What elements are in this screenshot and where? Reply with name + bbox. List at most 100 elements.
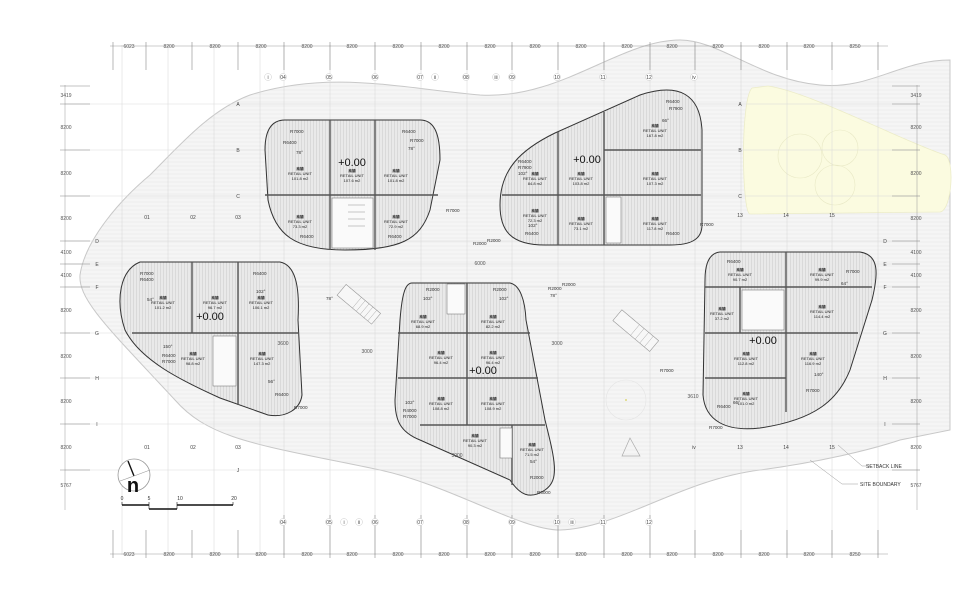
svg-text:J: J xyxy=(237,468,240,474)
svg-text:102°: 102° xyxy=(405,400,415,405)
building-north-east: +0.00 商铺 RETAIL UNIT 167.8 m2 商铺 RETAIL … xyxy=(499,89,703,246)
site-annotations: R7000 R2000 R2000 6000 R7000 R2000 R2000… xyxy=(277,208,714,457)
svg-text:96.4 m2: 96.4 m2 xyxy=(434,360,449,365)
grid-label: 11 xyxy=(600,520,605,526)
svg-text:102°: 102° xyxy=(528,223,538,228)
svg-text:商铺: 商铺 xyxy=(531,208,539,213)
svg-text:102°: 102° xyxy=(499,296,509,301)
grid-label: 10 xyxy=(554,520,560,526)
svg-text:商铺: 商铺 xyxy=(392,168,400,173)
level-label: +0.00 xyxy=(573,154,601,166)
dim-label: 8200 xyxy=(346,44,357,50)
dim-label: 8200 xyxy=(803,44,814,50)
svg-text:78°: 78° xyxy=(296,150,303,155)
svg-text:R7000: R7000 xyxy=(294,405,308,410)
svg-text:商铺: 商铺 xyxy=(159,295,167,300)
svg-text:RETAIL UNIT: RETAIL UNIT xyxy=(810,309,835,314)
svg-text:14: 14 xyxy=(783,445,789,451)
svg-text:A: A xyxy=(236,102,240,108)
svg-text:商铺: 商铺 xyxy=(419,314,427,319)
svg-text:商铺: 商铺 xyxy=(189,351,197,356)
dim-label: 8200 xyxy=(910,354,921,360)
right-dimension-chain: 3419 8200 8200 8200 4100 4100 8200 8200 … xyxy=(892,85,922,510)
grid-label: 04 xyxy=(280,75,286,81)
svg-text:RETAIL UNIT: RETAIL UNIT xyxy=(523,213,548,218)
svg-text:R6400: R6400 xyxy=(727,259,741,264)
svg-text:102°: 102° xyxy=(518,171,528,176)
dim-label: 8200 xyxy=(255,44,266,50)
svg-text:商铺: 商铺 xyxy=(348,168,356,173)
grid-label: 05 xyxy=(326,75,332,81)
building-west: +0.00 商铺 RETAIL UNIT 101.2 m2 商铺 RETAIL … xyxy=(119,261,308,417)
dim-label: 8200 xyxy=(60,308,71,314)
dim-label: 8200 xyxy=(758,44,769,50)
svg-text:01: 01 xyxy=(144,215,150,221)
dim-label: 8200 xyxy=(621,552,632,558)
dim-label: 8200 xyxy=(392,552,403,558)
svg-text:R7000: R7000 xyxy=(162,359,176,364)
svg-text:73.3 m2: 73.3 m2 xyxy=(293,224,308,229)
svg-text:3000: 3000 xyxy=(551,341,562,347)
grid-label: 05 xyxy=(326,520,332,526)
svg-text:150°: 150° xyxy=(163,344,173,349)
svg-text:商铺: 商铺 xyxy=(651,171,659,176)
svg-text:R7900: R7900 xyxy=(518,165,532,170)
svg-text:RETAIL UNIT: RETAIL UNIT xyxy=(384,219,409,224)
top-dimension-chain: 6023 8200 8200 8200 8200 8200 8200 8200 … xyxy=(110,42,888,70)
svg-text:R2000: R2000 xyxy=(562,282,576,287)
svg-text:116.9 m2: 116.9 m2 xyxy=(805,361,822,366)
grid-label: 07 xyxy=(417,520,423,526)
dim-label: 8200 xyxy=(621,44,632,50)
dim-label: 8200 xyxy=(60,125,71,131)
svg-text:商铺: 商铺 xyxy=(489,314,497,319)
svg-text:90.7 m2: 90.7 m2 xyxy=(733,277,748,282)
dim-label: 8200 xyxy=(484,44,495,50)
dim-label: 8200 xyxy=(438,552,449,558)
svg-text:商铺: 商铺 xyxy=(528,442,536,447)
svg-text:96.7 m2: 96.7 m2 xyxy=(208,305,223,310)
svg-text:R6400: R6400 xyxy=(666,99,680,104)
svg-text:117.8 m2: 117.8 m2 xyxy=(647,226,664,231)
top-grid-labels: i 04 05 06 07 ii 08 iii 09 10 11 12 iv xyxy=(264,73,698,81)
svg-text:商铺: 商铺 xyxy=(489,396,497,401)
svg-text:114.4 m2: 114.4 m2 xyxy=(814,314,831,319)
dim-label: 6023 xyxy=(123,44,134,50)
svg-text:C: C xyxy=(236,194,240,200)
svg-text:RETAIL UNIT: RETAIL UNIT xyxy=(810,272,835,277)
svg-text:R6400: R6400 xyxy=(525,231,539,236)
svg-text:RETAIL UNIT: RETAIL UNIT xyxy=(734,396,759,401)
dim-label: 8200 xyxy=(712,44,723,50)
level-label: +0.00 xyxy=(338,157,366,169)
svg-text:R7000: R7000 xyxy=(140,271,154,276)
svg-text:商铺: 商铺 xyxy=(736,267,744,272)
setback-line-label: SETBACK LINE xyxy=(866,464,903,470)
svg-text:H: H xyxy=(95,376,99,382)
svg-text:02: 02 xyxy=(190,215,196,221)
svg-text:78°: 78° xyxy=(326,296,333,301)
dim-label: 6023 xyxy=(123,552,134,558)
svg-text:106.1 m2: 106.1 m2 xyxy=(253,305,270,310)
svg-text:72.9 m2: 72.9 m2 xyxy=(389,224,404,229)
svg-text:R2000: R2000 xyxy=(493,287,507,292)
svg-text:I: I xyxy=(96,422,97,428)
svg-text:RETAIL UNIT: RETAIL UNIT xyxy=(250,356,275,361)
svg-text:10: 10 xyxy=(177,496,183,502)
row-labels-right: A B C D E F G H I xyxy=(738,102,887,428)
svg-text:R6400: R6400 xyxy=(275,392,289,397)
svg-text:13: 13 xyxy=(737,445,743,451)
svg-text:R6400: R6400 xyxy=(388,234,402,239)
svg-text:商铺: 商铺 xyxy=(651,216,659,221)
svg-text:78°: 78° xyxy=(408,146,415,151)
svg-text:54°: 54° xyxy=(530,459,537,464)
dim-label: 8200 xyxy=(712,552,723,558)
dim-label: 8200 xyxy=(301,44,312,50)
svg-text:商铺: 商铺 xyxy=(437,396,445,401)
svg-text:RETAIL UNIT: RETAIL UNIT xyxy=(411,319,436,324)
svg-text:RETAIL UNIT: RETAIL UNIT xyxy=(569,221,594,226)
svg-text:101.0 m2: 101.0 m2 xyxy=(738,401,755,406)
svg-text:6000: 6000 xyxy=(474,261,485,267)
dim-label: 8200 xyxy=(60,171,71,177)
svg-text:64°: 64° xyxy=(841,281,848,286)
svg-text:13: 13 xyxy=(737,213,743,219)
dim-label: 8250 xyxy=(849,44,860,50)
